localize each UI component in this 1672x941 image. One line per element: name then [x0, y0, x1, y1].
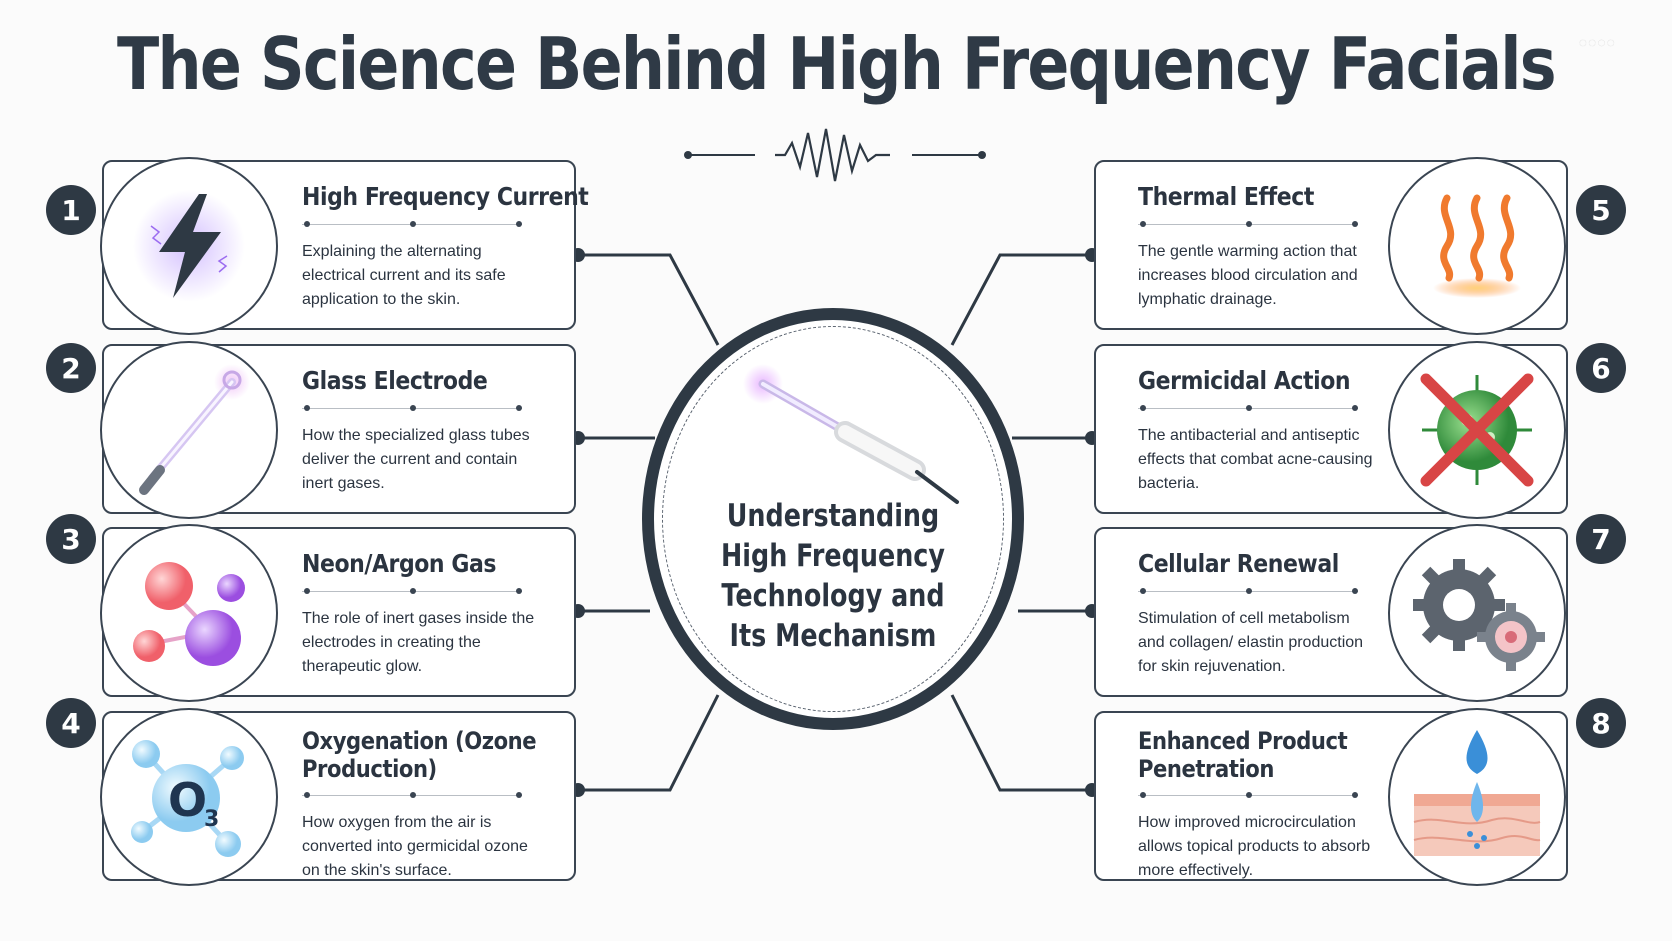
card-description: Stimulation of cell metabolism and colla… [1138, 610, 1364, 675]
number-badge-8: 8 [1576, 698, 1626, 748]
number-badge-1: 1 [46, 185, 96, 235]
card-title: Germicidal Action [1138, 366, 1351, 395]
card-title: Glass Electrode [302, 366, 488, 395]
center-title: Understanding High Frequency Technology … [721, 498, 945, 654]
number-badge-6: 6 [1576, 343, 1626, 393]
icon-circle-6 [1388, 341, 1566, 519]
card-description: The gentle warming action that increases… [1138, 243, 1358, 308]
divider [1138, 218, 1358, 230]
card-title: Neon/Argon Gas [302, 549, 497, 578]
gas-molecules-icon [133, 562, 245, 666]
number-badge-3: 3 [46, 514, 96, 564]
divider [1138, 789, 1358, 801]
card-description: How the specialized glass tubes deliver … [302, 427, 530, 492]
card-description: How oxygen from the air is converted int… [302, 814, 528, 879]
svg-text:3: 3 [204, 807, 219, 832]
card-description: The role of inert gases inside the elect… [302, 610, 535, 675]
heat-waves-icon [1433, 194, 1521, 298]
divider [1138, 585, 1358, 597]
svg-text:O: O [168, 773, 207, 827]
number-badge-5: 5 [1576, 185, 1626, 235]
ozone-molecule-icon: O 3 [131, 740, 244, 857]
watermark: ◌◌◌◌ [1578, 34, 1616, 50]
wand-icon [743, 364, 959, 504]
waveform-icon [684, 128, 986, 182]
icon-circle-3 [100, 524, 278, 702]
page-title: The Science Behind High Frequency Facial… [117, 22, 1557, 106]
divider [302, 402, 522, 414]
icon-circle-7 [1388, 524, 1566, 702]
lightning-icon [133, 190, 245, 302]
icon-circle-4: O 3 [100, 708, 278, 886]
icon-circle-8 [1388, 708, 1566, 886]
card-description: The antibacterial and antiseptic effects… [1138, 427, 1373, 492]
number-badge-4: 4 [46, 698, 96, 748]
card-description: Explaining the alternating electrical cu… [302, 243, 506, 308]
center-inner-ring [662, 326, 1004, 712]
card-title: High Frequency Current [302, 182, 589, 211]
icon-circle-1 [100, 157, 278, 335]
card-title: Thermal Effect [1138, 182, 1314, 211]
divider [1138, 402, 1358, 414]
crossed-bacteria-icon [1420, 373, 1534, 487]
gears-icon [1413, 559, 1545, 671]
number-badge-2: 2 [46, 343, 96, 393]
card-title: Cellular Renewal [1138, 549, 1339, 578]
glass-electrode-icon [139, 364, 250, 495]
divider [302, 585, 522, 597]
card-title: Enhanced Product Penetration [1138, 727, 1348, 783]
icon-circle-5 [1388, 157, 1566, 335]
card-description: How improved microcirculation allows top… [1138, 814, 1371, 879]
divider [302, 789, 522, 801]
number-badge-7: 7 [1576, 514, 1626, 564]
divider [302, 218, 522, 230]
card-title: Oxygenation (Ozone Production) [302, 727, 537, 783]
icon-circle-2 [100, 341, 278, 519]
skin-droplet-icon [1413, 730, 1541, 856]
